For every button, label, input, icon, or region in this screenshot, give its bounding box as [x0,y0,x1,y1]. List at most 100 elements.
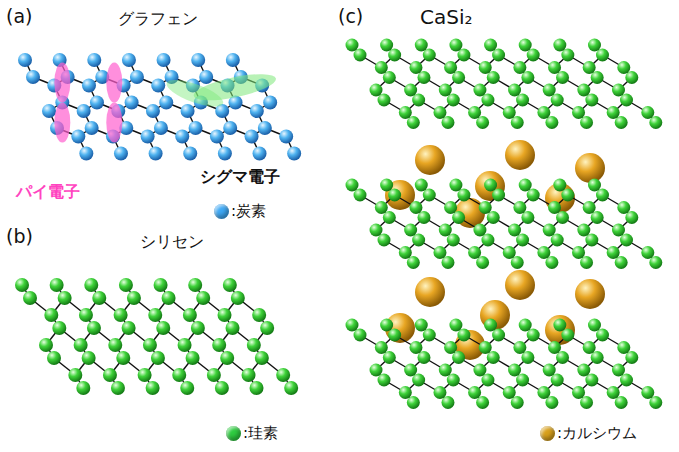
legend-swatch [540,426,555,441]
atom [122,53,136,67]
atom [149,147,163,161]
atom [545,116,558,129]
atom [92,291,106,305]
calcium-atoms [385,140,605,228]
atom [383,71,396,84]
atom [620,234,633,247]
legend-text: :カルシウム [557,424,637,443]
atom [250,104,264,118]
atom [615,256,628,269]
atom [551,234,564,247]
atom [591,211,604,224]
atom [378,234,391,247]
atom [154,121,168,135]
atom [141,130,155,144]
atom [441,116,454,129]
atom [226,321,240,335]
atom [561,329,574,342]
atom [18,53,32,67]
title-label: シリセン [140,233,204,251]
atom [116,351,130,365]
bonds [352,45,656,123]
atom [585,234,598,247]
panel-letter: (a) [6,6,32,28]
atom [220,351,234,365]
pi-lobe [54,63,70,103]
calcium-atom [505,140,535,170]
atom [441,256,454,269]
atom [545,256,558,269]
atom [625,211,638,224]
atom [58,291,72,305]
pi-lobe [54,103,70,143]
atom [82,351,96,365]
atom [423,189,436,202]
atom [151,79,165,93]
atom [596,49,609,62]
atom [71,130,85,144]
atom [649,256,662,269]
legend-entry: :カルシウム [540,424,637,443]
atom [114,308,128,322]
atom [178,338,192,352]
atom [119,278,133,292]
atom [580,116,593,129]
atom [77,104,91,118]
sigma-orbital [164,75,227,112]
legend-swatch [214,204,229,219]
atom [162,291,176,305]
pi-electron-label: パイ電子 [14,183,82,201]
calcium-atom [575,279,605,309]
atom [215,381,229,395]
atom [148,308,162,322]
atom [417,351,430,364]
atom [151,351,165,365]
atom [180,381,194,395]
atom [47,351,61,365]
panel-letter: (b) [6,226,33,248]
atom [649,396,662,409]
atom [252,308,266,322]
calcium-atom [575,153,605,183]
atom [423,329,436,342]
atom [407,256,420,269]
atom [354,189,367,202]
atom [511,396,524,409]
atom [146,381,160,395]
atom [388,329,401,342]
atom [186,351,200,365]
atom [516,374,529,387]
atom [580,396,593,409]
atom [287,147,301,161]
atom [156,321,170,335]
atom [199,70,213,84]
legend-text: :炭素 [231,202,266,221]
atom [354,49,367,62]
atom [218,308,232,322]
atom [189,121,203,135]
atom [412,374,425,387]
atom [545,396,558,409]
bonds [25,60,294,154]
atom [452,351,465,364]
atom [457,49,470,62]
atom [172,368,186,382]
atom [284,381,298,395]
atom [457,329,470,342]
atom [487,71,500,84]
sigma-electron-label: シグマ電子 [198,168,282,186]
atom [212,338,226,352]
atom [417,211,430,224]
atom [596,329,609,342]
atom [143,338,157,352]
atom [511,116,524,129]
graphene-sheet [18,53,301,161]
atom [250,381,264,395]
atoms [346,39,663,130]
atom [183,147,197,161]
atom [457,189,470,202]
atom [441,396,454,409]
atom [354,329,367,342]
atom [521,351,534,364]
